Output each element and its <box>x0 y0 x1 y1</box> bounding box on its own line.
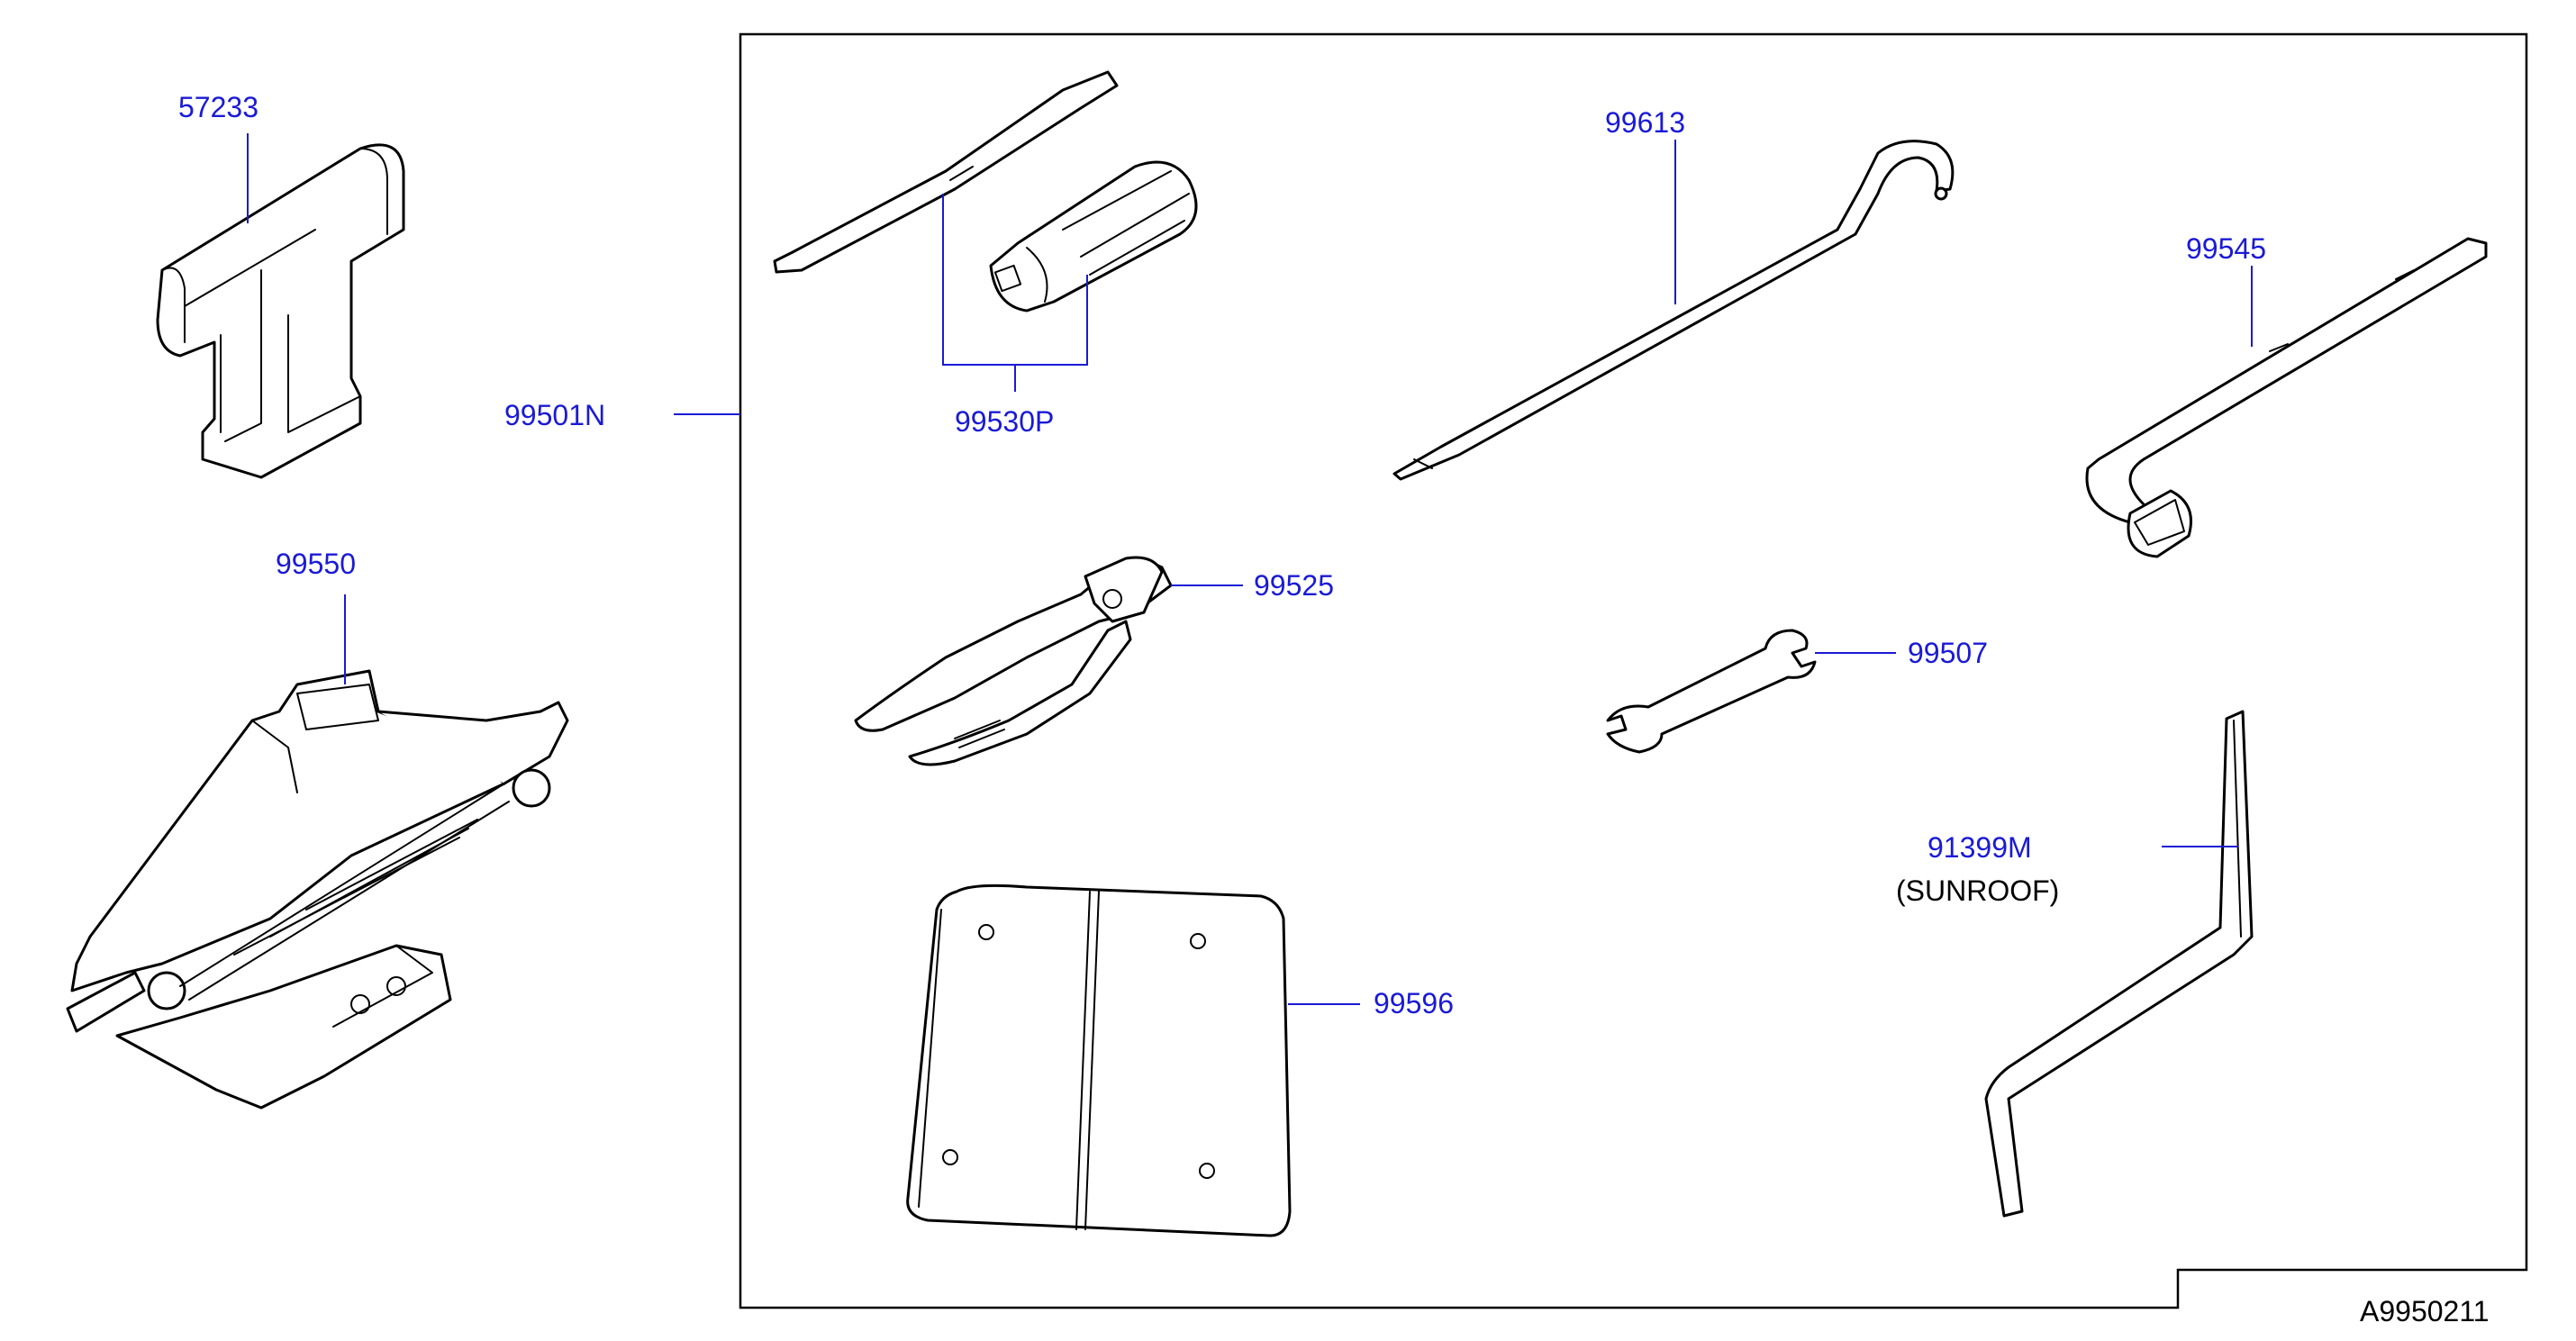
leader-99530P <box>942 194 1088 392</box>
pliers-99525 <box>854 556 1173 766</box>
part-number-57233: 57233 <box>178 91 259 123</box>
part-number-99507: 99507 <box>1908 637 1988 669</box>
tool-bag-99596 <box>906 883 1292 1237</box>
spanner-99507 <box>1606 629 1817 754</box>
jack-holder-57233 <box>156 143 405 479</box>
part-number-99525: 99525 <box>1254 569 1334 602</box>
screwdriver-99530P <box>773 70 1198 313</box>
scissor-jack-99550 <box>66 669 569 1110</box>
part-number-99613: 99613 <box>1605 106 1685 139</box>
lug-wrench-99545 <box>2085 237 2488 558</box>
part-number-99596: 99596 <box>1374 987 1454 1019</box>
hex-key-91399M <box>1984 710 2254 1218</box>
part-number-99545: 99545 <box>2186 232 2266 265</box>
part-number-99501N: 99501N <box>504 399 606 431</box>
diagram-reference-code: A9950211 <box>2360 1295 2490 1327</box>
sunroof-note: (SUNROOF) <box>1896 874 2060 907</box>
part-number-99550: 99550 <box>276 548 356 580</box>
part-number-91399M: 91399M <box>1927 831 2032 864</box>
toolkit-frame <box>739 32 2528 1309</box>
jack-rod-99613 <box>1392 140 1955 481</box>
leader-lines <box>247 133 2253 1005</box>
part-number-99530P: 99530P <box>955 405 1055 438</box>
